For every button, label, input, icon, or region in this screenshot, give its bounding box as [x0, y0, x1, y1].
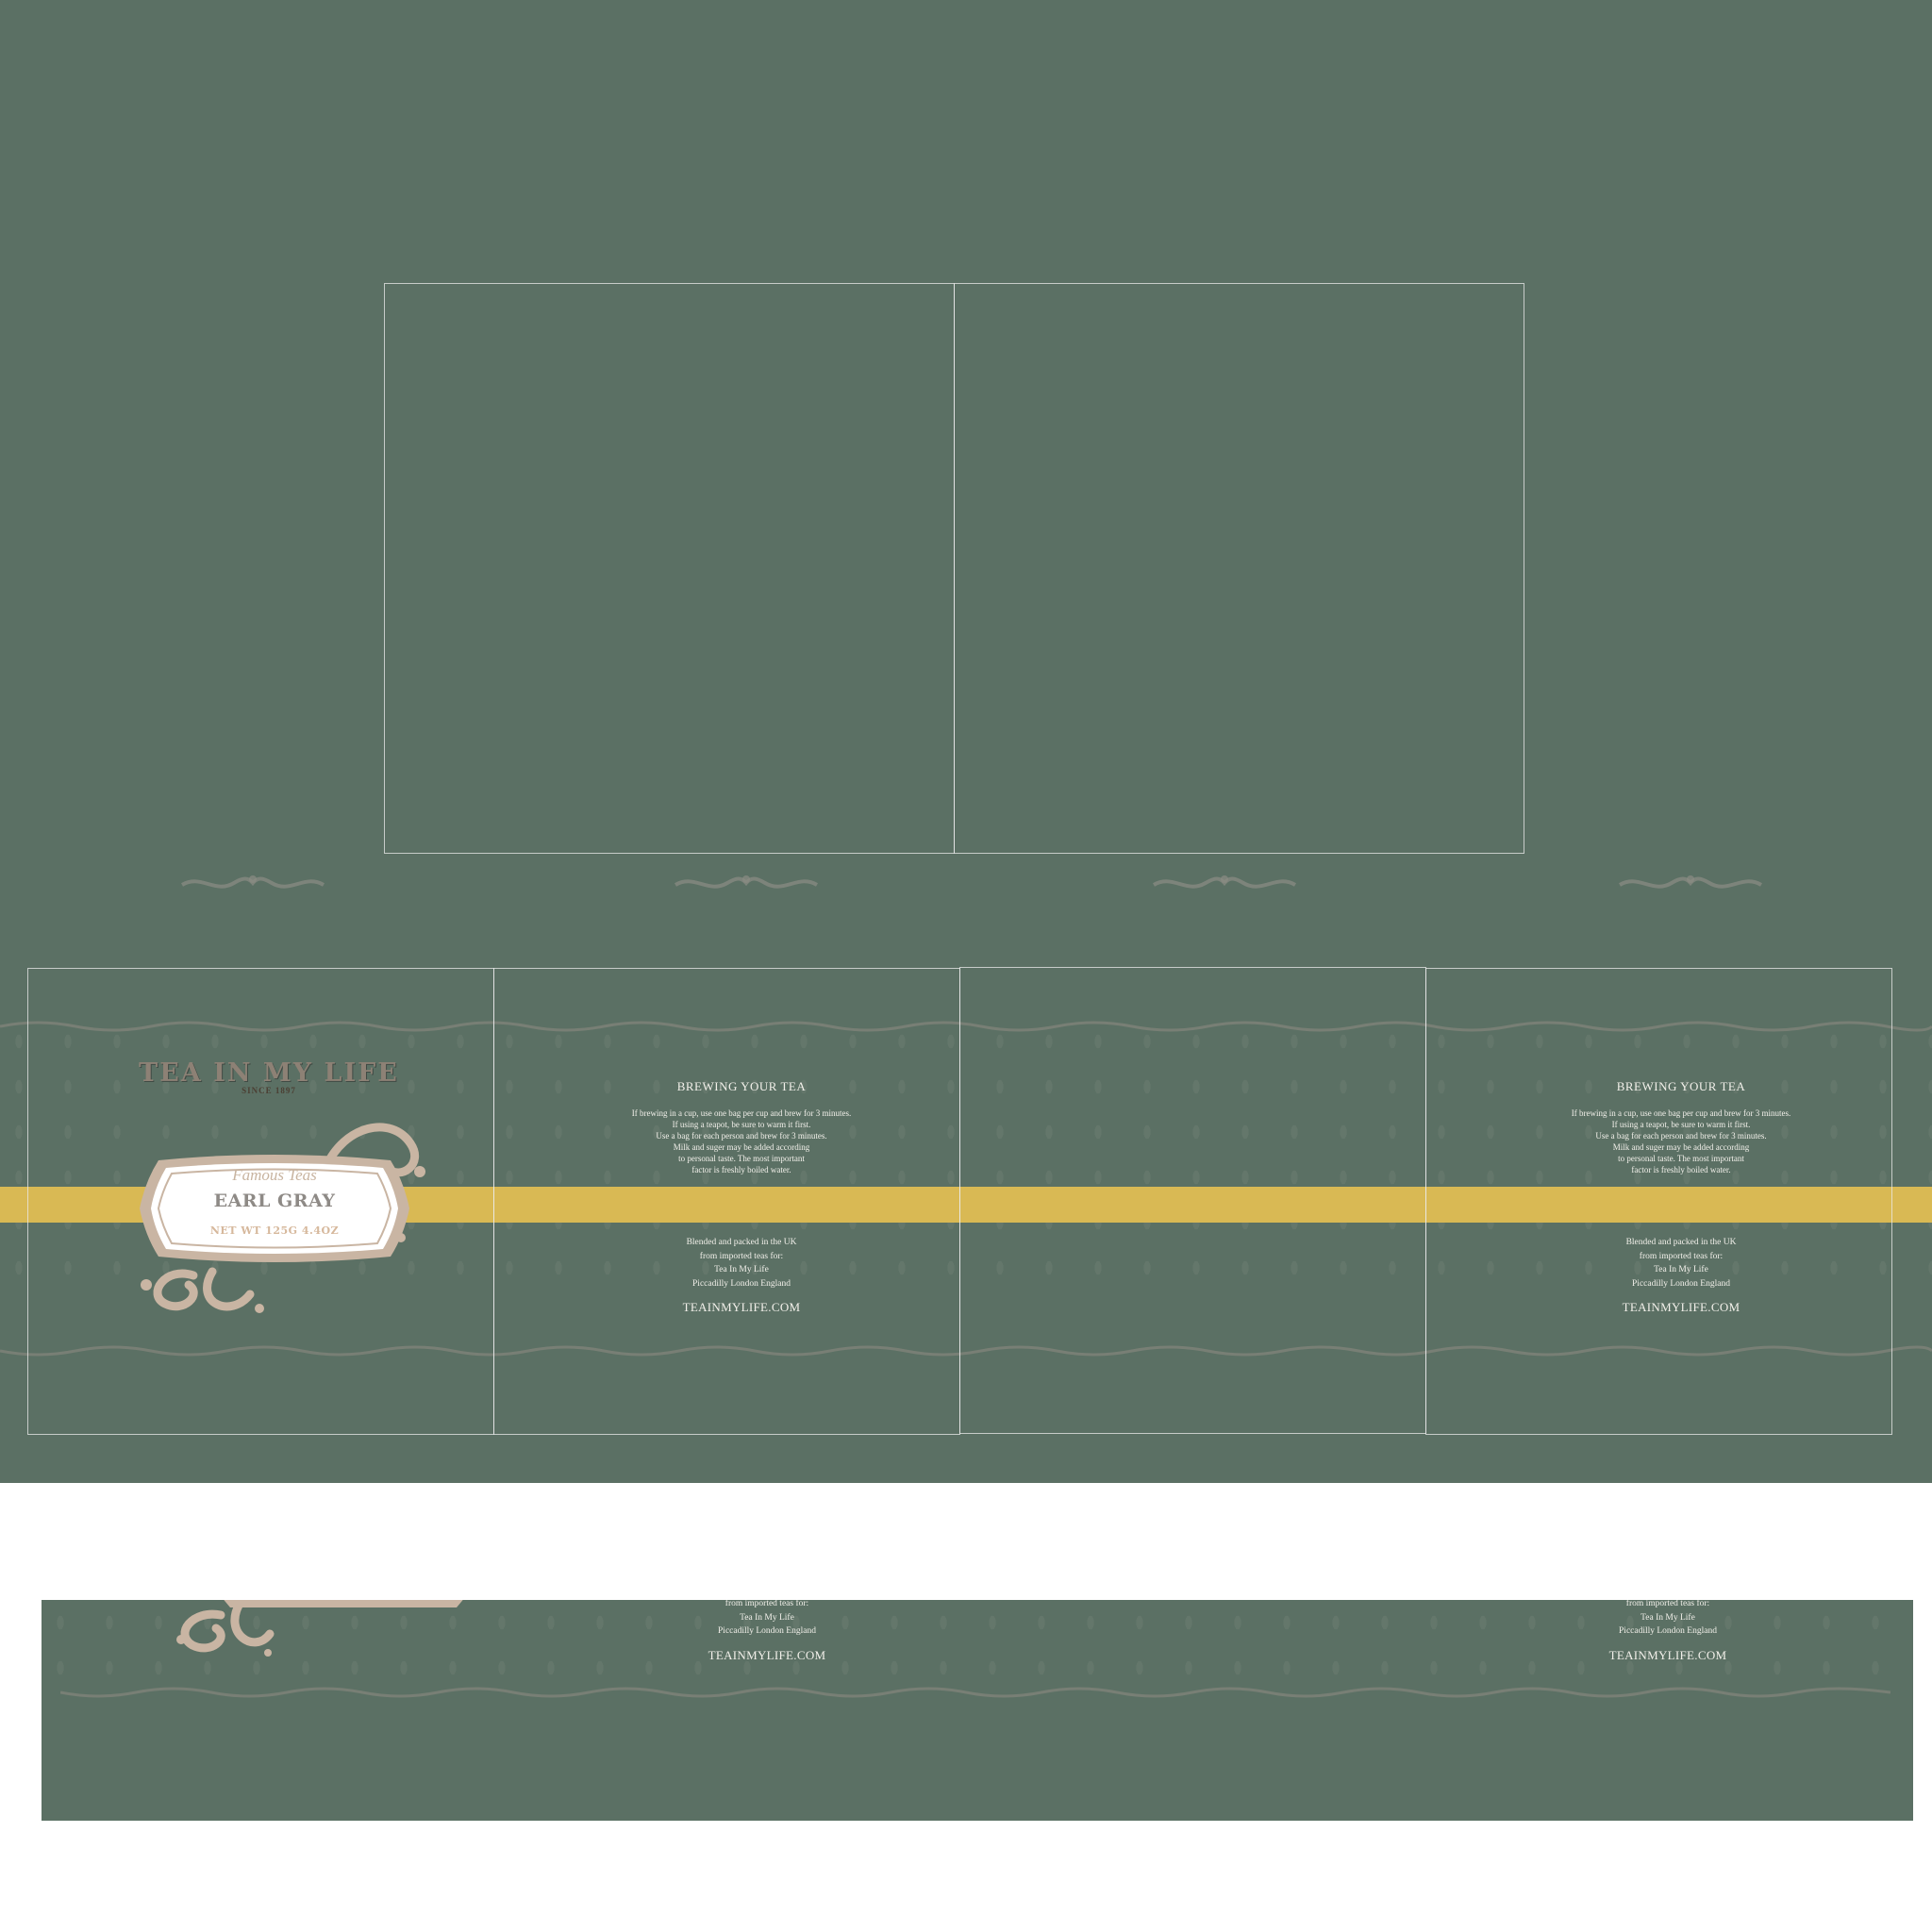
flourish-ornament-1 — [180, 875, 325, 889]
label-plate — [140, 1155, 409, 1262]
diamond-pattern-strip — [42, 1600, 1913, 1694]
preview-strip: from imported teas for: Tea In My Life P… — [42, 1600, 1913, 1821]
brewing-line: to personal taste. The most important — [1618, 1154, 1744, 1163]
origin-block-strip-2: from imported teas for: Tea In My Life P… — [1526, 1600, 1809, 1663]
website-url: TEAINMYLIFE.COM — [682, 1300, 801, 1314]
swirl-ornament-strip — [176, 1600, 463, 1657]
website-url: TEAINMYLIFE.COM — [708, 1647, 826, 1662]
flourish-ornament-3 — [1152, 875, 1297, 889]
brewing-line: Milk and suger may be added according — [673, 1142, 810, 1152]
product-name: EARL GRAY — [213, 1191, 336, 1211]
brewing-line: to personal taste. The most important — [678, 1154, 805, 1163]
origin-line: Piccadilly London England — [1619, 1626, 1717, 1636]
origin-line: from imported teas for: — [699, 1251, 784, 1261]
brewing-line: factor is freshly boiled water. — [691, 1165, 791, 1174]
brewing-line: If brewing in a cup, use one bag per cup… — [1571, 1108, 1791, 1118]
brand-logo: TEA IN MY LIFE SINCE 1897 — [132, 1058, 406, 1095]
brewing-line: factor is freshly boiled water. — [1631, 1165, 1731, 1174]
origin-line: Tea In My Life — [1654, 1265, 1708, 1274]
scroll-rule-bottom — [0, 1345, 1932, 1357]
flourish-ornament-2 — [674, 875, 819, 889]
scroll-rule-top — [0, 1021, 1932, 1032]
flourish-ornament-4 — [1618, 875, 1763, 889]
top-panel-left — [384, 283, 955, 854]
scroll-rule-strip — [60, 1687, 1890, 1698]
website-url: TEAINMYLIFE.COM — [1608, 1647, 1727, 1662]
origin-line: Piccadilly London England — [1632, 1278, 1730, 1289]
net-weight: NET WT 125G 4.4OZ — [209, 1224, 340, 1237]
artwork-canvas: TEA IN MY LIFE SINCE 1897 Famous Teas EA… — [0, 0, 1932, 1483]
top-panel-right — [954, 283, 1524, 854]
origin-line: Blended and packed in the UK — [686, 1238, 797, 1247]
brewing-line: If using a teapot, be sure to warm it fi… — [1611, 1120, 1751, 1129]
origin-line: Blended and packed in the UK — [1625, 1238, 1737, 1247]
origin-line: Tea In My Life — [740, 1612, 794, 1623]
origin-line: Tea In My Life — [714, 1265, 769, 1274]
origin-line: Piccadilly London England — [718, 1626, 816, 1636]
brewing-line: If brewing in a cup, use one bag per cup… — [631, 1108, 852, 1118]
box-panel-back — [959, 967, 1426, 1434]
brand-name: TEA IN MY LIFE — [139, 1058, 399, 1088]
brewing-line: Milk and suger may be added according — [1612, 1142, 1750, 1152]
brewing-title: BREWING YOUR TEA — [676, 1079, 807, 1093]
origin-line: Piccadilly London England — [692, 1278, 791, 1289]
brewing-instructions-1: BREWING YOUR TEA If brewing in a cup, us… — [600, 1079, 883, 1315]
website-url: TEAINMYLIFE.COM — [1622, 1300, 1740, 1314]
brewing-line: Use a bag for each person and brew for 3… — [656, 1131, 827, 1141]
brewing-line: Use a bag for each person and brew for 3… — [1595, 1131, 1767, 1141]
origin-line: from imported teas for: — [724, 1600, 809, 1608]
brewing-instructions-2: BREWING YOUR TEA If brewing in a cup, us… — [1540, 1079, 1823, 1315]
box-panel-side-2 — [1425, 968, 1892, 1435]
label-text: Famous Teas EARL GRAY NET WT 125G 4.4OZ — [140, 1166, 409, 1237]
origin-line: Tea In My Life — [1641, 1612, 1695, 1623]
label-tagline: Famous Teas — [232, 1166, 317, 1184]
origin-line: from imported teas for: — [1625, 1600, 1710, 1608]
brand-since: SINCE 1897 — [242, 1086, 296, 1095]
origin-block-strip-1: from imported teas for: Tea In My Life P… — [625, 1600, 908, 1663]
brewing-line: If using a teapot, be sure to warm it fi… — [672, 1120, 811, 1129]
origin-line: from imported teas for: — [1639, 1251, 1724, 1261]
brewing-title: BREWING YOUR TEA — [1616, 1079, 1746, 1093]
